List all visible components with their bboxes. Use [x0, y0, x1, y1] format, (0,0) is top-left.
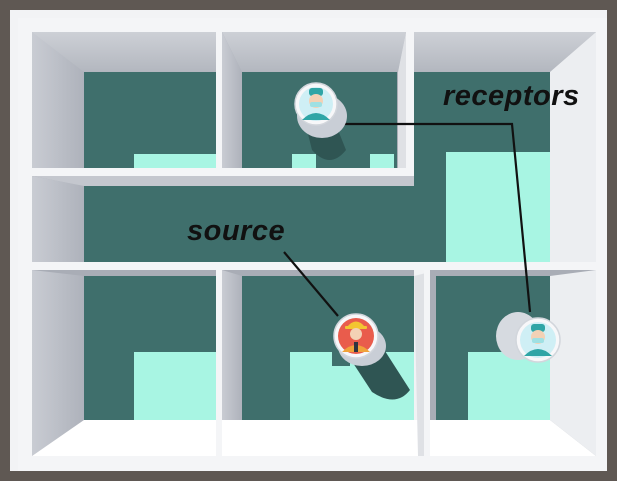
wall-top-outer-top — [18, 18, 599, 32]
sunlit-top-left — [134, 154, 216, 168]
source-label: source — [187, 215, 286, 247]
wall-face-top-right-back — [414, 32, 596, 72]
receptor-figure-top — [294, 82, 347, 138]
construction-worker-icon — [342, 321, 370, 352]
wall-top-outer-bottom — [18, 456, 607, 471]
corridor-floor — [84, 186, 414, 262]
wall-face-top-middle-back — [222, 32, 406, 72]
doctor-mask-icon — [302, 88, 330, 120]
wall-face-top-right-side — [550, 32, 596, 262]
receptor-figure-bottom — [496, 312, 561, 363]
wall-face-top-middle-side — [222, 32, 242, 168]
wall-top-col2-top — [406, 32, 414, 176]
wall-face-bottom-middle-side — [222, 270, 242, 456]
callout-lines — [283, 122, 532, 317]
wall-face-top-left-side — [32, 32, 84, 168]
wall-top-col1-bottom — [216, 270, 222, 456]
wall-top-col1-top — [216, 32, 222, 168]
source-callout-line — [283, 251, 339, 317]
wall-tops — [18, 18, 607, 471]
wall-top-row2 — [32, 262, 596, 270]
wall-face-bottom-right-side — [550, 270, 596, 456]
source-figure — [333, 313, 386, 366]
wall-top-outer-left — [18, 18, 32, 466]
receptors-callout-line — [340, 122, 532, 313]
sunlit-bottom-right — [468, 352, 550, 420]
sunlit-corridor-edge — [414, 186, 446, 262]
wall-top-outer-right — [596, 18, 607, 466]
sunlit-top-middle — [292, 154, 316, 168]
sunlit-top-middle-b — [370, 154, 394, 168]
wall-face-bottom-left-side — [32, 270, 84, 456]
floor-top-left-inner — [84, 72, 216, 168]
wall-top-col2-bottom — [424, 270, 430, 456]
wall-face-corridor-side — [32, 176, 84, 262]
wall-face-corridor-back — [32, 176, 414, 186]
doctor-mask-icon — [524, 324, 552, 356]
sunlit-bottom-left — [134, 352, 216, 420]
wall-face-top-left-back — [32, 32, 216, 72]
wall-face-bottom-floor-edge — [32, 420, 596, 456]
wall-top-row1 — [32, 168, 414, 176]
sunlit-top-right — [446, 152, 550, 262]
receptors-label: receptors — [443, 80, 580, 112]
